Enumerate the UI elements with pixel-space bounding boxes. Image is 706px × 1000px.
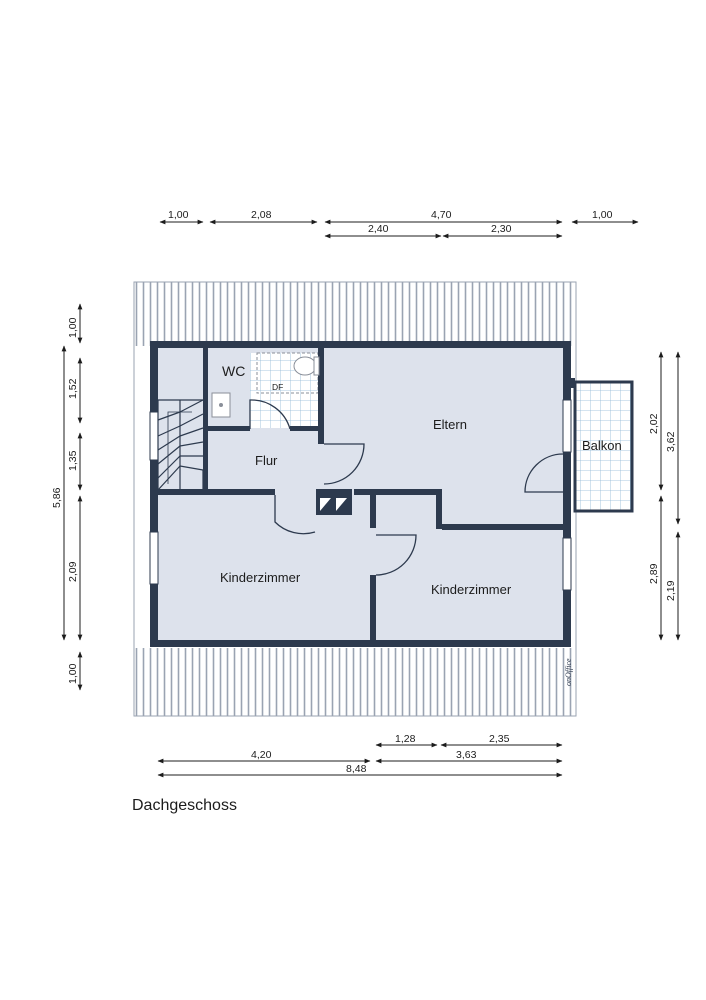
wc-fixtures — [211, 356, 320, 418]
dim-top-3: 4,70 — [431, 209, 452, 221]
chimney-flue-marks — [320, 498, 347, 511]
dim-left-3: 1,35 — [67, 450, 79, 471]
dim-right-1: 2,02 — [648, 413, 660, 434]
windows — [149, 399, 572, 591]
roof-slope-bottom — [134, 648, 576, 716]
shower-label-df: DF — [272, 382, 283, 392]
balcony-tiles — [575, 382, 632, 511]
dim-left-2: 1,52 — [67, 378, 79, 399]
dim-right-3: 2,89 — [648, 563, 660, 584]
room-label-flur: Flur — [255, 453, 278, 468]
dim-bottom-total: 8,48 — [346, 763, 367, 775]
dim-left-5: 1,00 — [67, 663, 79, 684]
room-label-kinderzimmer-1: Kinderzimmer — [220, 570, 301, 585]
dim-bottom-1: 1,28 — [395, 733, 416, 745]
dim-right-4: 2,19 — [665, 580, 677, 601]
toilet — [293, 356, 317, 376]
dim-top-1: 1,00 — [168, 209, 189, 221]
floor-caption: Dachgeschoss — [132, 797, 237, 814]
doors — [249, 399, 564, 576]
room-label-wc: WC — [222, 363, 245, 379]
room-label-balkon: Balkon — [582, 438, 622, 453]
balcony-railing — [573, 380, 634, 513]
room-label-eltern: Eltern — [433, 417, 467, 432]
room-label-kinderzimmer-2: Kinderzimmer — [431, 582, 512, 597]
dim-top-2: 2,08 — [251, 209, 272, 221]
dimension-labels: 1,00 2,08 4,70 1,00 2,40 2,30 1,00 1,52 … — [51, 209, 677, 775]
dim-left-total: 5,86 — [51, 487, 63, 508]
dim-left-4: 2,09 — [67, 561, 79, 582]
dim-right-2: 3,62 — [665, 431, 677, 452]
dim-bottom-2: 2,35 — [489, 733, 510, 745]
dim-top-5: 2,40 — [368, 223, 389, 235]
dim-bottom-4: 3,63 — [456, 749, 477, 761]
walls — [150, 341, 575, 647]
dim-bottom-3: 4,20 — [251, 749, 272, 761]
watermark-logo: onOffice — [564, 658, 573, 686]
roof-slope-top — [134, 282, 576, 346]
dimension-lines — [61, 219, 681, 778]
dim-top-6: 2,30 — [491, 223, 512, 235]
dim-left-1: 1,00 — [67, 317, 79, 338]
staircase — [157, 399, 204, 491]
dim-top-4: 1,00 — [592, 209, 613, 221]
